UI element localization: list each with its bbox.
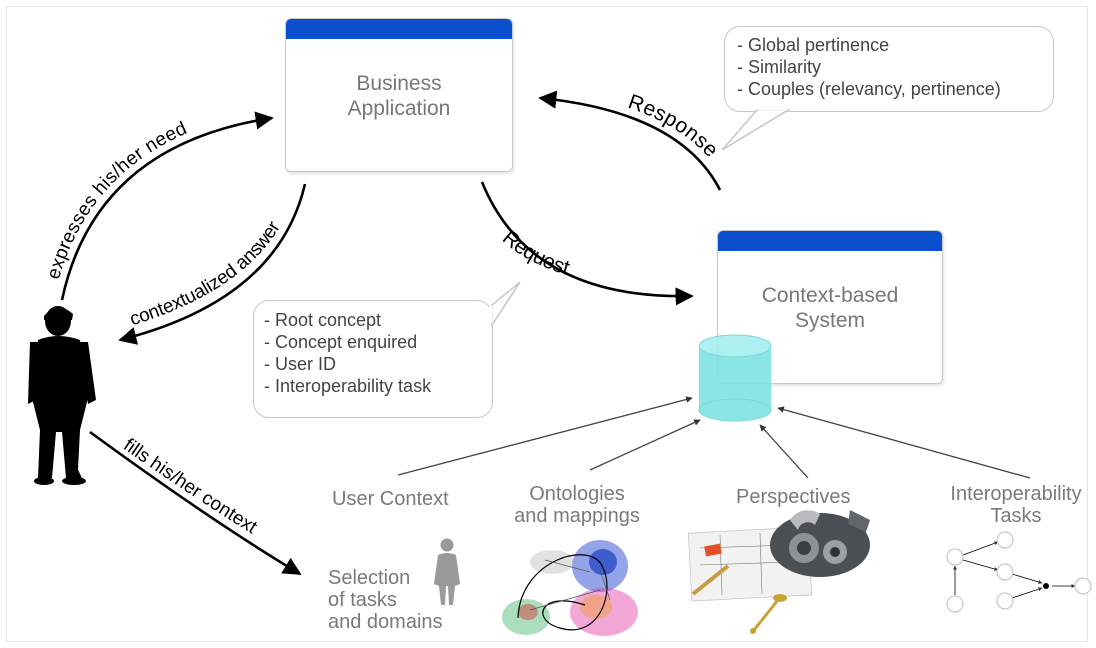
title-line: System [794,309,865,332]
selection-label: Selection of tasks and domains [328,567,443,633]
label-line: Tasks [990,505,1042,527]
title-line: Application [347,97,451,120]
callout-line: - Global pertinence [737,35,890,55]
request-callout-tail [489,281,521,328]
label-line: and mappings [514,505,640,527]
graph-network-icon [502,528,644,640]
title-line: Context-based [761,284,899,307]
label-line: and domains [328,611,443,633]
label-line: Selection [328,567,411,589]
person-icon [28,306,96,485]
expresses-need-label: expresses his/her need [43,118,190,282]
perspectives-label: Perspectives [736,486,851,508]
business-application-window: Business Application [285,18,513,172]
response-callout-tail [721,107,791,151]
interop-tasks-label: Interoperability Tasks [940,483,1092,527]
contextualized-answer-label: contextualized answer [127,217,285,330]
label-line: Ontologies [529,483,625,505]
ontologies-link-arrow [589,419,701,471]
request-label: Request [498,226,572,280]
window-title-bar [286,19,512,39]
fills-context-arrow [89,430,302,576]
context-system-title: Context-based System [718,283,942,333]
user-context-label: User Context [332,488,449,510]
request-callout: - Root concept - Concept enquired - User… [253,300,493,418]
callout-line: - Similarity [737,57,821,77]
label-line: Interoperability [950,483,1082,505]
expresses-need-arrow [60,111,274,301]
contextualized-answer-arrow [118,183,307,345]
database-icon [698,334,772,422]
small-person-icon [434,538,460,605]
response-arrow [538,90,722,191]
callout-line: - Interoperability task [264,376,432,396]
response-label: Response [625,90,722,161]
user-context-link-arrow [397,396,693,476]
task-graph-icon [946,531,1092,613]
business-application-title: Business Application [286,71,512,121]
context-system-window: Context-based System [717,230,943,384]
ontologies-label: Ontologies and mappings [512,483,642,527]
fills-context-label: fills his/her context [119,435,261,539]
callout-line: - User ID [264,354,336,374]
gear-assembly [770,510,870,577]
engineering-drawing-icon [687,510,870,634]
callout-line: - Root concept [264,310,382,330]
window-title-bar [718,231,942,251]
title-line: Business [356,72,442,95]
callout-line: - Couples (relevancy, pertinence) [737,79,1001,99]
perspectives-link-arrow [759,424,809,479]
interop-tasks-link-arrow [777,406,1031,479]
diagram-frame [6,6,1088,642]
response-callout: - Global pertinence - Similarity - Coupl… [724,26,1054,112]
callout-line: - Concept enquired [264,332,418,352]
request-arrow [480,181,694,306]
label-line: of tasks [328,589,397,611]
